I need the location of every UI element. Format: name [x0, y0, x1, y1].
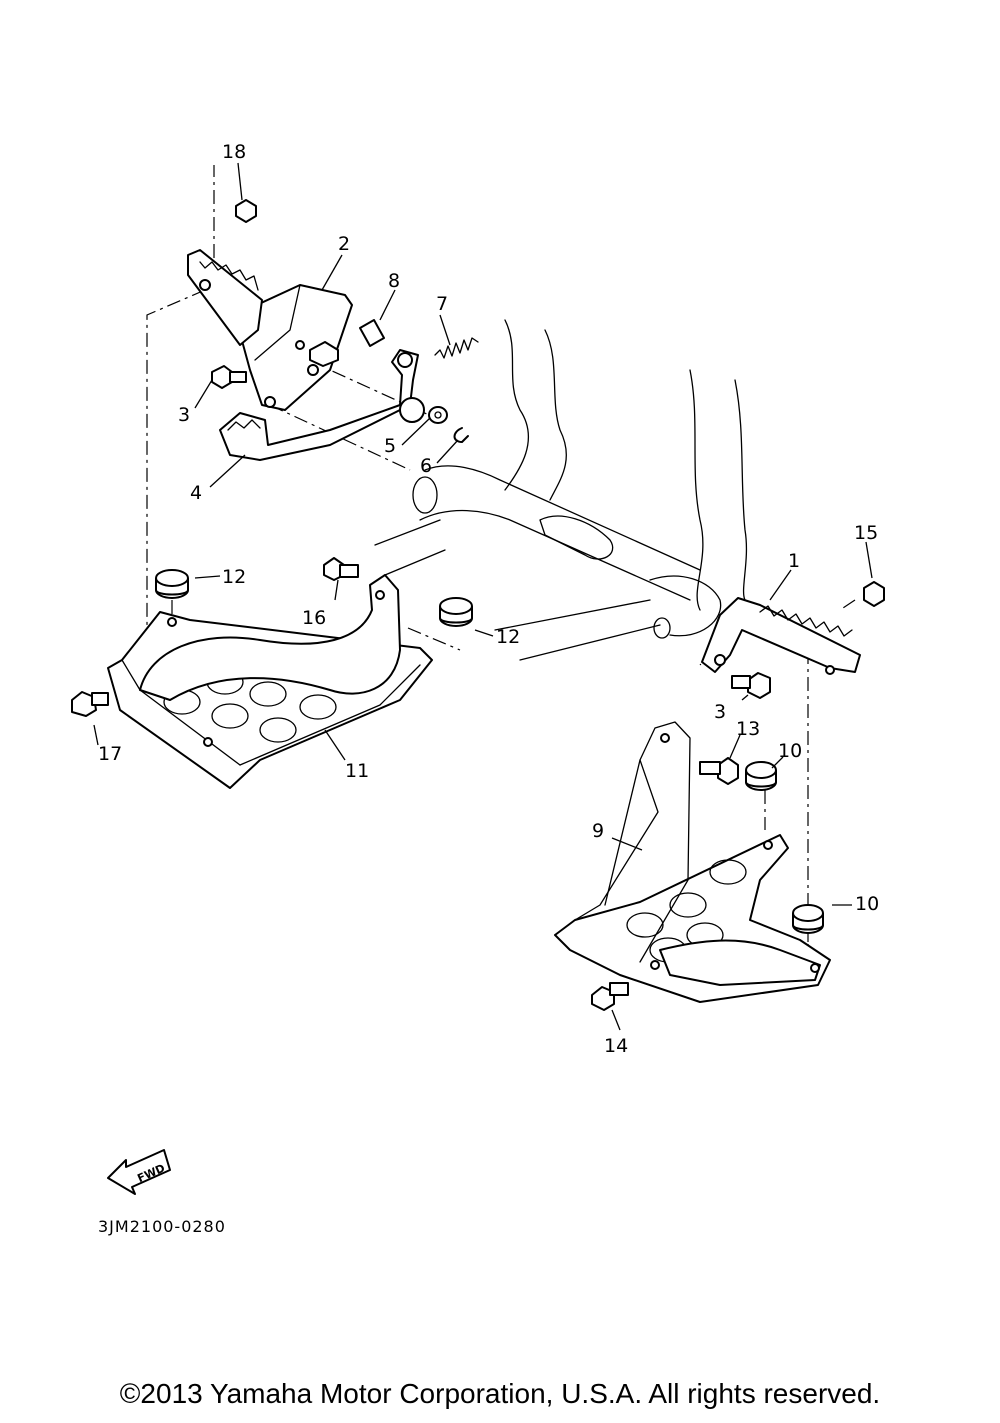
callout-3-left: 3 — [178, 404, 190, 426]
leader-lines — [93, 162, 873, 1031]
grommets — [155, 569, 824, 934]
callout-14: 14 — [604, 1035, 628, 1057]
hardware — [71, 199, 885, 1011]
callout-12-center: 12 — [496, 626, 520, 648]
callout-2: 2 — [338, 233, 350, 255]
callout-9: 9 — [592, 820, 604, 842]
right-passenger-footrest — [554, 721, 831, 1003]
fwd-label: FWD — [135, 1162, 167, 1186]
frame-outline — [374, 319, 748, 661]
callout-15: 15 — [854, 522, 878, 544]
callout-5: 5 — [384, 435, 396, 457]
callout-4: 4 — [190, 482, 202, 504]
callout-1: 1 — [788, 550, 800, 572]
callout-13: 13 — [736, 718, 760, 740]
right-footrest — [701, 597, 861, 675]
assembly-lines — [146, 165, 856, 960]
callout-11: 11 — [345, 760, 369, 782]
left-footrest-bracket — [187, 249, 353, 411]
callout-6: 6 — [420, 455, 432, 477]
callout-12-left: 12 — [222, 566, 246, 588]
callout-10-lower: 10 — [855, 893, 879, 915]
callout-18: 18 — [222, 141, 246, 163]
callout-3-right: 3 — [714, 701, 726, 723]
left-passenger-footrest — [107, 574, 433, 789]
fwd-arrow-icon: FWD — [107, 1149, 171, 1195]
callout-labels: 18 2 8 7 3 5 6 4 12 16 12 15 1 17 11 3 1… — [98, 141, 879, 1057]
brake-pedal — [219, 349, 425, 461]
copyright-notice: ©2013 Yamaha Motor Corporation, U.S.A. A… — [119, 1378, 881, 1409]
diagram-code: 3JM2100-0280 — [98, 1217, 226, 1236]
callout-10-upper: 10 — [778, 740, 802, 762]
callout-8: 8 — [388, 270, 400, 292]
callout-7: 7 — [436, 293, 448, 315]
callout-16: 16 — [302, 607, 326, 629]
callout-17: 17 — [98, 743, 122, 765]
